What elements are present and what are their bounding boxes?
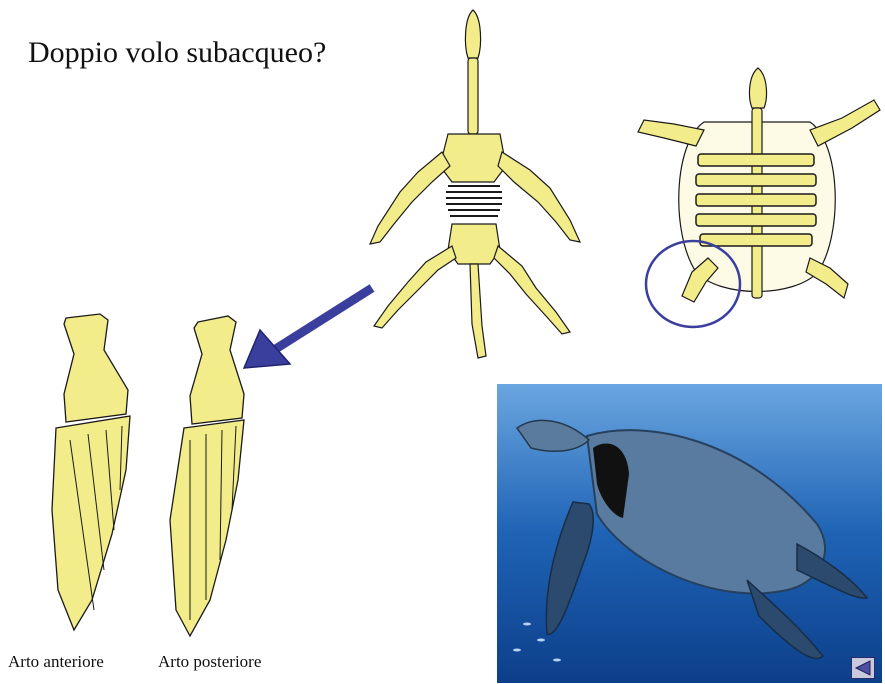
- hind-limb-digits: [170, 420, 244, 636]
- slide-title: Doppio volo subacqueo?: [28, 36, 326, 70]
- sea-turtle-photo: [497, 384, 882, 683]
- hind-limb-femur: [190, 316, 244, 424]
- front-limb-humerus: [64, 314, 128, 422]
- caption-hind-limb: Arto posteriore: [158, 652, 261, 672]
- back-triangle-icon[interactable]: [851, 657, 875, 679]
- front-limb-digits: [52, 416, 130, 630]
- plesiosaur-skeleton: [360, 6, 590, 366]
- limb-bones-figure: [30, 310, 256, 642]
- turtle-skeleton: [634, 62, 884, 347]
- arrow-icon: [238, 280, 378, 372]
- caption-front-limb: Arto anteriore: [8, 652, 104, 672]
